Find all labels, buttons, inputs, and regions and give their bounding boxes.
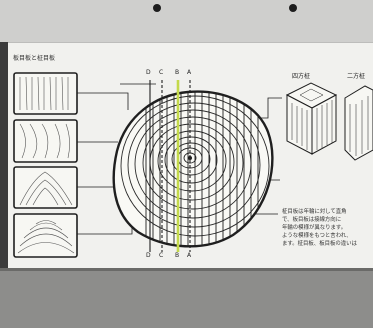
sample-grain-lines: [17, 76, 75, 254]
sample-mixed-grain: [13, 119, 78, 163]
block-label-four-sided: 四方柾: [292, 73, 311, 80]
ledge: [0, 268, 373, 328]
section-marker-lines: [149, 80, 191, 252]
block-four-sided: [285, 82, 338, 155]
wall: [0, 0, 373, 42]
sample-flat-grain: [13, 166, 78, 209]
section-mark-bottom-b: B: [175, 252, 180, 259]
screw-left: [153, 4, 161, 12]
saw-cut-lines: [145, 91, 259, 247]
board-title: 板目板と柾目板: [13, 55, 56, 62]
section-mark-top-a: A: [187, 69, 192, 76]
section-mark-top-b: B: [175, 69, 180, 76]
section-mark-bottom-a: A: [187, 252, 192, 259]
explanation-note: 柾目板は年輪に対して直角 で、板目板は接線方向に 年輪の模様が異なります。 よう…: [282, 209, 357, 247]
ledge-edge: [0, 268, 373, 271]
block-two-sided: [344, 85, 373, 161]
screw-right: [289, 4, 297, 12]
section-mark-top-c: C: [159, 69, 164, 76]
log-bark: [112, 90, 274, 248]
section-mark-bottom-d: D: [146, 252, 151, 259]
section-mark-bottom-c: C: [159, 252, 164, 259]
log-cross-section: [112, 90, 274, 248]
sample-panels: [13, 72, 78, 258]
sample-cathedral-grain: [13, 213, 78, 258]
block-label-two-sided: 二方柾: [347, 73, 366, 80]
sample-straight-grain: [13, 72, 78, 115]
section-mark-top-d: D: [146, 69, 151, 76]
